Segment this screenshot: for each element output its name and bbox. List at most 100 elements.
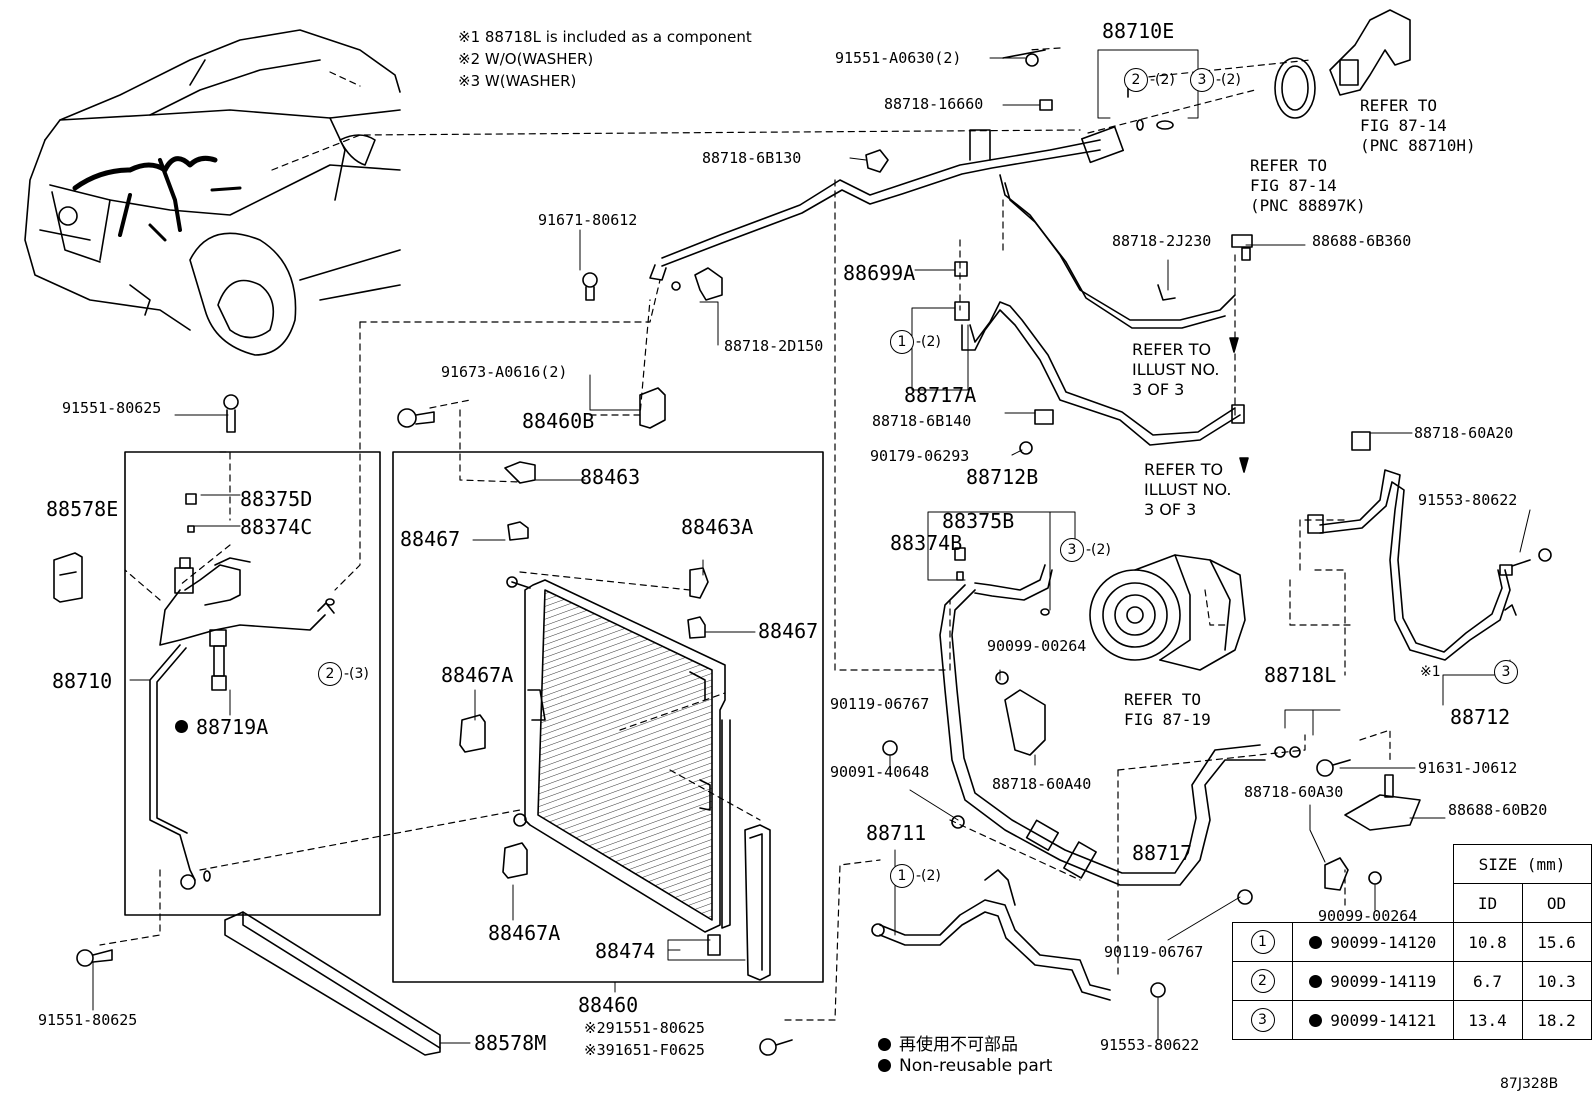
part-90119-06767-bottom[interactable]: 90119-06767	[1104, 943, 1204, 961]
vehicle-sketch	[24, 29, 401, 356]
part-91551-a0630[interactable]: 91551-A0630(2)	[835, 49, 962, 67]
part-88712[interactable]: 88712	[1450, 705, 1511, 729]
condenser-box	[392, 451, 824, 983]
part-88688-60b20[interactable]: 88688-60B20	[1448, 801, 1548, 819]
callout-qty: -(2)	[1216, 72, 1241, 88]
ref-line: REFER TO	[1144, 460, 1224, 479]
part-88375b[interactable]: 88375B	[942, 509, 1015, 533]
ref-fig-87-14-88897k[interactable]: REFER TO FIG 87-14 (PNC 88897K)	[1250, 156, 1366, 216]
row-od: 18.2	[1521, 1000, 1592, 1040]
ref-fig-87-14-88710h[interactable]: REFER TO FIG 87-14 (PNC 88710H)	[1360, 96, 1476, 156]
part-88688-6b360[interactable]: 88688-6B360	[1312, 232, 1412, 250]
cushion-88467-mid	[687, 616, 706, 639]
part-88717a[interactable]: 88717A	[904, 383, 977, 407]
row-od: 10.3	[1521, 961, 1592, 1001]
callout-1: 1	[890, 330, 914, 354]
callout-2: 2	[318, 662, 342, 686]
col-id: ID	[1452, 883, 1523, 923]
part-88699a[interactable]: 88699A	[843, 261, 916, 285]
bolt-91673-a0616	[397, 408, 435, 428]
table-blank	[1293, 884, 1454, 923]
part-91673-a0616[interactable]: 91673-A0616(2)	[441, 363, 568, 381]
part-91631-j0612[interactable]: 91631-J0612	[1418, 759, 1518, 777]
part-88578e[interactable]: 88578E	[46, 497, 119, 521]
pressure-tube-box	[124, 451, 381, 916]
part-91553-80622-bottom[interactable]: 91553-80622	[1100, 1036, 1200, 1054]
ref-line: (PNC 88897K)	[1250, 196, 1366, 215]
part-88467a-top[interactable]: 88467A	[441, 663, 514, 687]
part-90179-06293[interactable]: 90179-06293	[870, 447, 970, 465]
part-88467a-bottom[interactable]: 88467A	[488, 921, 561, 945]
row-part[interactable]: 90099-14119	[1292, 961, 1454, 1001]
part-88467-top[interactable]: 88467	[400, 527, 461, 551]
part-88718-2d150[interactable]: 88718-2D150	[724, 337, 824, 355]
ref-line: REFER TO	[1250, 156, 1328, 175]
part-90099-00264-bottom[interactable]: 90099-00264	[1318, 907, 1418, 925]
part-91671-80612[interactable]: 91671-80612	[538, 211, 638, 229]
non-reusable-dot-icon	[1309, 1013, 1323, 1027]
part-88719a[interactable]: 88719A	[196, 715, 269, 739]
part-91551-80625-top[interactable]: 91551-80625	[62, 399, 162, 417]
figure-id: 87J328B	[1500, 1076, 1559, 1092]
bracket-88688-60b20	[1316, 759, 1421, 831]
part-88718-6b140[interactable]: 88718-6B140	[872, 412, 972, 430]
arrow-down-icon-b	[1239, 457, 1249, 473]
mark-circle: 3	[1250, 1008, 1275, 1032]
row-part[interactable]: 90099-14121	[1292, 1000, 1454, 1040]
hose-88712b	[954, 547, 1053, 616]
part-91553-80622-right[interactable]: 91553-80622	[1418, 491, 1518, 509]
part-90099-00264-top[interactable]: 90099-00264	[987, 637, 1087, 655]
compressor	[1089, 554, 1246, 671]
part-90119-06767-left[interactable]: 90119-06767	[830, 695, 930, 713]
ref-illust-3-of-3-b[interactable]: REFER TO ILLUST NO. 3 OF 3	[1144, 460, 1231, 520]
part-88718-60a20[interactable]: 88718-60A20	[1414, 424, 1514, 442]
callout-3: 3	[1494, 660, 1518, 684]
part-91651-f0625-w-washer[interactable]: ※391651-F0625	[584, 1041, 705, 1059]
part-88375d[interactable]: 88375D	[240, 487, 313, 511]
part-88374b[interactable]: 88374B	[890, 531, 963, 555]
part-88718-6b130[interactable]: 88718-6B130	[702, 149, 802, 167]
part-88718-16660[interactable]: 88718-16660	[884, 95, 984, 113]
bolt-91553-80622-bottom	[1150, 982, 1166, 998]
callout-3: 3	[1060, 538, 1084, 562]
part-88711[interactable]: 88711	[866, 821, 927, 845]
ref-fig-87-19[interactable]: REFER TO FIG 87-19	[1124, 690, 1211, 730]
part-88717[interactable]: 88717	[1132, 841, 1193, 865]
part-88712b[interactable]: 88712B	[966, 465, 1039, 489]
bracket-88578e	[53, 552, 83, 603]
part-88463[interactable]: 88463	[580, 465, 641, 489]
ref-illust-3-of-3-a[interactable]: REFER TO ILLUST NO. 3 OF 3	[1132, 340, 1219, 400]
seal-and-fitting-top-right	[1274, 9, 1411, 119]
part-88467-mid[interactable]: 88467	[758, 619, 819, 643]
part-88578m[interactable]: 88578M	[474, 1031, 547, 1055]
callout-qty: -(3)	[344, 666, 369, 682]
part-88718l[interactable]: 88718L	[1264, 663, 1337, 687]
callout-qty: -(2)	[916, 334, 941, 350]
part-88474[interactable]: 88474	[595, 939, 656, 963]
suction-hose-88712	[1307, 431, 1552, 661]
part-88710e[interactable]: 88710E	[1102, 19, 1175, 43]
ref-line: FIG 87-19	[1124, 710, 1211, 729]
size-table: SIZE (mm) ID OD 1 90099-14120 10.8 15.6 …	[1232, 844, 1592, 1040]
part-88463a[interactable]: 88463A	[681, 515, 754, 539]
part-91551-80625-bottom[interactable]: 91551-80625	[38, 1011, 138, 1029]
part-88718-60a30[interactable]: 88718-60A30	[1244, 783, 1344, 801]
part-88710[interactable]: 88710	[52, 669, 113, 693]
row-id: 13.4	[1452, 1000, 1523, 1040]
non-reusable-dot-icon	[878, 1059, 891, 1072]
arrow-down-icon-a	[1229, 337, 1239, 353]
part-91551-80625-w-o-washer[interactable]: ※291551-80625	[584, 1019, 705, 1037]
part-88460b[interactable]: 88460B	[522, 409, 595, 433]
ref-line: 3 OF 3	[1144, 500, 1197, 519]
part-88718-2j230[interactable]: 88718-2J230	[1112, 232, 1212, 250]
discharge-hose-88711	[871, 869, 1111, 1001]
part-88374c[interactable]: 88374C	[240, 515, 313, 539]
ref-line: ILLUST NO.	[1144, 480, 1232, 499]
ref-line: REFER TO	[1132, 340, 1212, 359]
part-88718-60a40[interactable]: 88718-60A40	[992, 775, 1092, 793]
table-blank	[1233, 845, 1293, 884]
row-part[interactable]: 90099-14120	[1292, 922, 1454, 962]
part-90091-40648[interactable]: 90091-40648	[830, 763, 930, 781]
part-88460[interactable]: 88460	[578, 993, 639, 1017]
